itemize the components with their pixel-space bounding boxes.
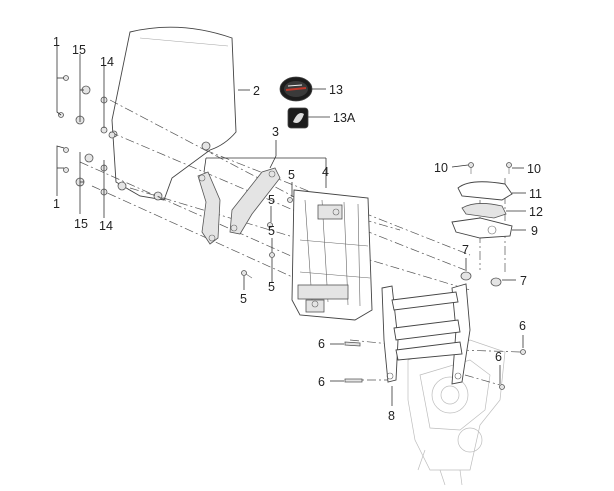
callout-7-a: 7 xyxy=(462,243,469,257)
callout-11: 11 xyxy=(529,187,542,201)
bracket-right xyxy=(229,167,281,235)
callout-5-c: 5 xyxy=(268,224,275,238)
callout-1-top: 1 xyxy=(53,35,60,49)
callout-3: 3 xyxy=(272,125,279,139)
callout-10-a: 10 xyxy=(434,161,448,175)
adjustment-mechanism xyxy=(291,189,373,321)
bezel-assembly xyxy=(451,162,513,239)
callout-2: 2 xyxy=(253,84,260,98)
callout-9: 9 xyxy=(531,224,538,238)
callout-10-b: 10 xyxy=(527,162,541,176)
callout-6-a: 6 xyxy=(318,337,325,351)
badge-13a-icon xyxy=(287,107,309,129)
bolts-6 xyxy=(344,341,526,390)
callout-5-d: 5 xyxy=(268,280,275,294)
windshield xyxy=(110,26,237,201)
callout-15-top: 15 xyxy=(72,43,86,57)
badge-13-icon xyxy=(279,76,313,102)
callout-12: 12 xyxy=(529,205,543,219)
callout-13: 13 xyxy=(329,83,343,97)
callout-8: 8 xyxy=(388,409,395,423)
callout-13a: 13A xyxy=(333,111,356,125)
callout-6-c: 6 xyxy=(519,319,526,333)
grommets-7 xyxy=(460,271,502,287)
mount-frame xyxy=(381,283,471,385)
leader-lines xyxy=(56,46,526,406)
callout-15-bottom: 15 xyxy=(74,217,88,231)
callouts: 1 15 14 2 13 13A 3 4 5 5 5 5 5 1 15 14 1… xyxy=(53,35,543,423)
callout-1-bottom: 1 xyxy=(53,197,60,211)
callout-14-bottom: 14 xyxy=(99,219,113,233)
callout-6-d: 6 xyxy=(495,350,502,364)
ghost-engine-frame xyxy=(407,339,506,486)
callout-5-e: 5 xyxy=(240,292,247,306)
callout-5-a: 5 xyxy=(288,168,295,182)
callout-6-b: 6 xyxy=(318,375,325,389)
callout-14-top: 14 xyxy=(100,55,114,69)
bracket-left xyxy=(197,171,221,245)
screws-5 xyxy=(241,197,293,279)
hardware-stack-top xyxy=(58,75,116,139)
callout-7-b: 7 xyxy=(520,274,527,288)
callout-5-b: 5 xyxy=(268,193,275,207)
callout-4: 4 xyxy=(322,165,329,179)
